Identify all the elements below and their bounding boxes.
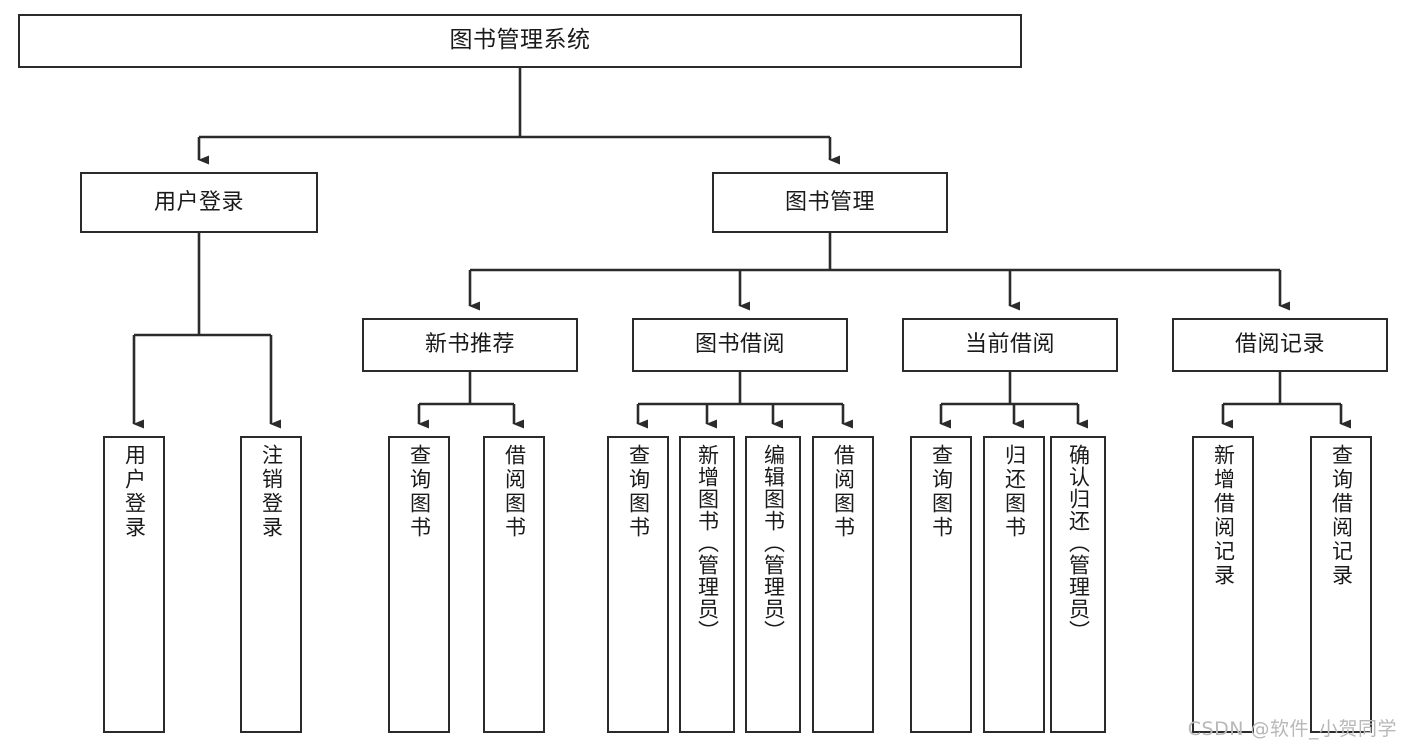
node-label: 新增借阅记录 <box>1211 444 1236 588</box>
node-current-borrow[interactable]: 当前借阅 <box>902 318 1118 372</box>
node-leaf-edit-book[interactable]: 编辑图书（管理员） <box>745 436 801 733</box>
node-label: 借阅图书 <box>831 444 856 540</box>
node-label: 当前借阅 <box>964 332 1055 358</box>
node-leaf-query-record[interactable]: 查询借阅记录 <box>1310 436 1372 733</box>
node-leaf-confirm-return[interactable]: 确认归还（管理员） <box>1050 436 1106 733</box>
node-label: 用户登录 <box>122 444 147 540</box>
node-label: 借阅记录 <box>1234 332 1325 358</box>
node-leaf-query-book-1[interactable]: 查询图书 <box>388 436 450 733</box>
node-leaf-borrow-book-2[interactable]: 借阅图书 <box>812 436 874 733</box>
node-label: 确认归还（管理员） <box>1066 444 1091 642</box>
node-leaf-add-record[interactable]: 新增借阅记录 <box>1192 436 1254 733</box>
node-label: 新增图书（管理员） <box>695 444 720 642</box>
node-label: 查询图书 <box>626 444 651 540</box>
node-borrow-record[interactable]: 借阅记录 <box>1172 318 1388 372</box>
node-label: 归还图书 <box>1002 444 1027 540</box>
node-label: 编辑图书（管理员） <box>761 444 786 642</box>
node-root-system[interactable]: 图书管理系统 <box>18 14 1022 68</box>
node-new-book-recommend[interactable]: 新书推荐 <box>362 318 578 372</box>
node-leaf-add-book[interactable]: 新增图书（管理员） <box>679 436 735 733</box>
node-label: 图书借阅 <box>694 332 785 358</box>
node-label: 用户登录 <box>153 189 244 215</box>
node-label: 图书管理系统 <box>449 27 591 54</box>
node-label: 借阅图书 <box>502 444 527 540</box>
node-leaf-query-book-3[interactable]: 查询图书 <box>910 436 972 733</box>
node-leaf-borrow-book-1[interactable]: 借阅图书 <box>483 436 545 733</box>
node-leaf-return-book[interactable]: 归还图书 <box>983 436 1045 733</box>
node-label: 图书管理 <box>784 189 875 215</box>
node-book-borrow[interactable]: 图书借阅 <box>632 318 848 372</box>
node-book-manage[interactable]: 图书管理 <box>712 172 948 233</box>
node-label: 查询借阅记录 <box>1329 444 1354 588</box>
node-leaf-query-book-2[interactable]: 查询图书 <box>607 436 669 733</box>
node-label: 注销登录 <box>259 444 284 540</box>
node-leaf-logout[interactable]: 注销登录 <box>240 436 302 733</box>
node-label: 查询图书 <box>929 444 954 540</box>
node-leaf-user-login[interactable]: 用户登录 <box>103 436 165 733</box>
node-label: 新书推荐 <box>424 332 515 358</box>
node-label: 查询图书 <box>407 444 432 540</box>
watermark-text: CSDN @软件_小贺同学 <box>1187 718 1397 740</box>
node-user-login[interactable]: 用户登录 <box>80 172 318 233</box>
